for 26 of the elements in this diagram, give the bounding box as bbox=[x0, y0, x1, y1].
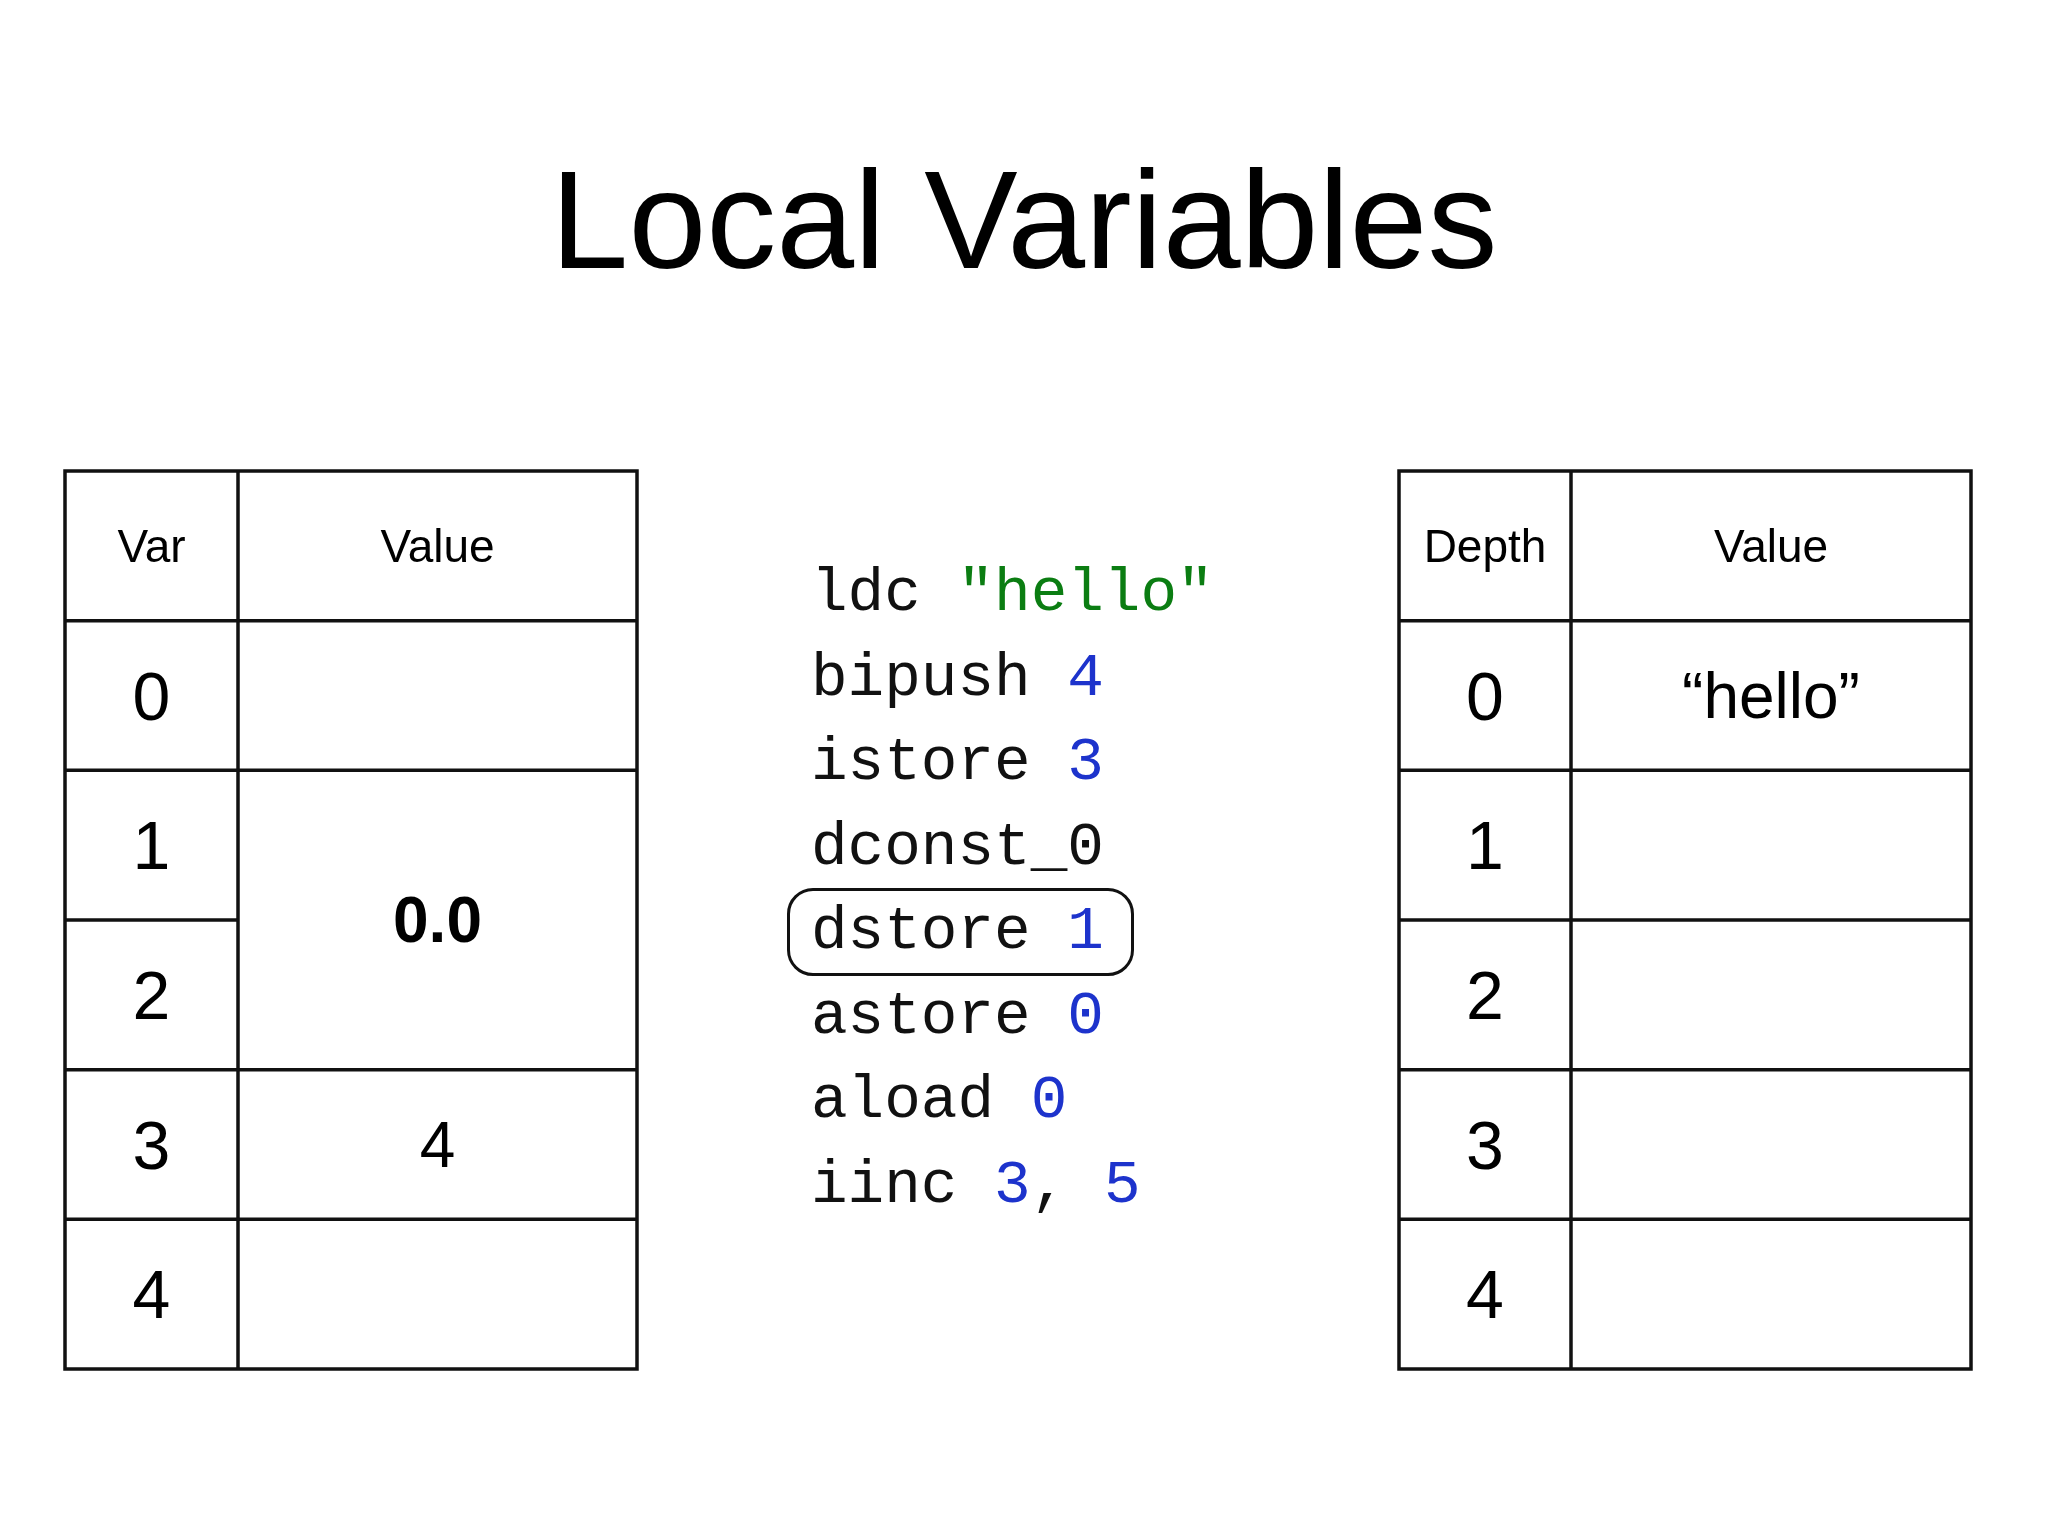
index-number: 3 bbox=[132, 1110, 171, 1179]
index-number: 1 bbox=[1466, 811, 1504, 880]
column-header: Value bbox=[1713, 522, 1829, 569]
code-line: iinc 3, 5 bbox=[811, 1153, 1141, 1218]
cell-value: “hello” bbox=[1682, 663, 1860, 728]
cell-value: 0.0 bbox=[393, 888, 482, 952]
index-number: 0 bbox=[1466, 661, 1504, 730]
code-line: ldc "hello" bbox=[811, 562, 1214, 626]
index-number: 3 bbox=[1466, 1110, 1504, 1179]
index-number: 4 bbox=[1466, 1260, 1504, 1329]
cell-value: 4 bbox=[419, 1112, 456, 1177]
code-line: astore 0 bbox=[811, 984, 1104, 1049]
highlight-box bbox=[787, 888, 1134, 976]
index-number: 4 bbox=[132, 1260, 171, 1329]
code-line: aload 0 bbox=[811, 1069, 1068, 1133]
index-number: 2 bbox=[1466, 960, 1504, 1029]
index-number: 0 bbox=[132, 661, 171, 730]
code-line: dstore 1 bbox=[811, 900, 1104, 964]
slide-title: Local Variables bbox=[550, 150, 1498, 290]
code-line: bipush 4 bbox=[811, 646, 1104, 711]
code-line: istore 3 bbox=[811, 731, 1104, 795]
column-header: Value bbox=[380, 522, 495, 569]
code-line: dconst_0 bbox=[811, 815, 1104, 880]
index-number: 2 bbox=[132, 960, 171, 1029]
column-header: Var bbox=[117, 522, 186, 569]
index-number: 1 bbox=[132, 811, 171, 880]
